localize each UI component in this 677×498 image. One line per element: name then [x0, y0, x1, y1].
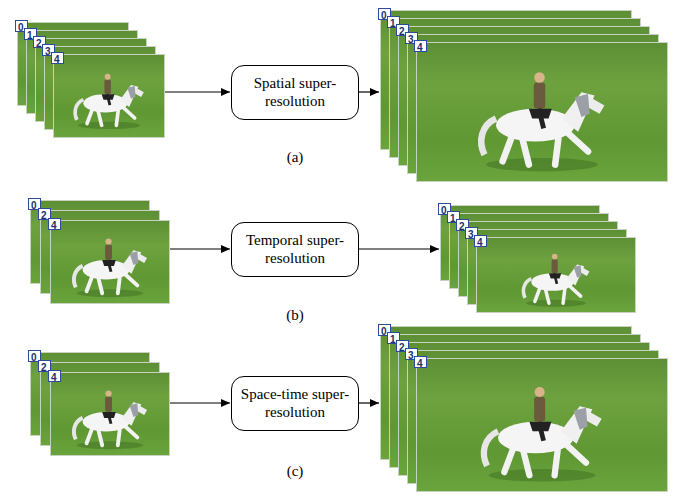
- frame-number: 4: [54, 54, 60, 65]
- video-frame: 4: [50, 220, 170, 304]
- video-frame: 4: [476, 237, 636, 313]
- flow-arrow: [165, 91, 230, 92]
- video-frame: 4: [53, 54, 165, 138]
- frame-number: 4: [51, 220, 57, 231]
- frame-number: 4: [477, 237, 483, 248]
- process-box: Temporal super-resolution: [231, 222, 359, 277]
- frame-number: 2: [399, 26, 405, 37]
- box-label: Temporal super-resolution: [239, 231, 351, 267]
- horse-illustration: [51, 373, 169, 455]
- flow-arrow: [359, 91, 379, 92]
- frame-number: 3: [408, 350, 414, 361]
- horse-illustration: [74, 238, 147, 297]
- frame-number: 0: [31, 352, 37, 363]
- video-frame: 4: [416, 358, 668, 492]
- horse-illustration: [417, 43, 667, 181]
- frame-number: 0: [441, 205, 447, 216]
- frame-number: 0: [381, 10, 387, 21]
- frame-number: 1: [450, 213, 456, 224]
- frame-tag: 4: [48, 218, 61, 230]
- horse-illustration: [54, 55, 164, 137]
- frame-number: 3: [408, 34, 414, 45]
- horse-illustration: [523, 254, 589, 307]
- horse-illustration: [484, 387, 602, 482]
- frame-number: 3: [468, 229, 474, 240]
- flow-arrow: [359, 402, 379, 403]
- frame-number: 3: [45, 46, 51, 57]
- process-box: Space-time super-resolution: [231, 376, 359, 431]
- horse-illustration: [417, 359, 667, 491]
- frame-number: 2: [41, 210, 47, 221]
- frame-number: 4: [51, 372, 57, 383]
- frame-number: 1: [390, 18, 396, 29]
- frame-tag: 4: [414, 40, 427, 52]
- frame-number: 2: [459, 221, 465, 232]
- horse-illustration: [477, 238, 635, 312]
- flow-arrow: [170, 402, 230, 403]
- frame-number: 4: [417, 42, 423, 53]
- horse-illustration: [481, 72, 604, 171]
- frame-number: 4: [417, 358, 423, 369]
- box-label: Spatial super-resolution: [239, 74, 351, 110]
- frame-number: 0: [381, 326, 387, 337]
- process-box: Spatial super-resolution: [231, 65, 359, 120]
- frame-tag: 4: [414, 356, 427, 368]
- horse-illustration: [51, 221, 169, 303]
- horse-illustration: [74, 390, 147, 449]
- horse-illustration: [75, 74, 144, 129]
- frame-tag: 4: [474, 235, 487, 247]
- frame-number: 1: [27, 30, 33, 41]
- flow-arrow: [359, 248, 439, 249]
- frame-number: 0: [18, 22, 24, 33]
- frame-number: 0: [31, 200, 37, 211]
- panel-label: (c): [287, 462, 304, 480]
- frame-tag: 4: [48, 370, 61, 382]
- frame-number: 2: [36, 38, 42, 49]
- frame-number: 2: [41, 362, 47, 373]
- flow-arrow: [170, 248, 230, 249]
- frame-tag: 4: [51, 52, 64, 64]
- box-label: Space-time super-resolution: [239, 385, 351, 421]
- video-frame: 4: [50, 372, 170, 456]
- video-frame: 4: [416, 42, 668, 182]
- panel-label: (b): [286, 306, 304, 324]
- panel-label: (a): [287, 148, 304, 166]
- frame-number: 1: [390, 334, 396, 345]
- frame-number: 2: [399, 342, 405, 353]
